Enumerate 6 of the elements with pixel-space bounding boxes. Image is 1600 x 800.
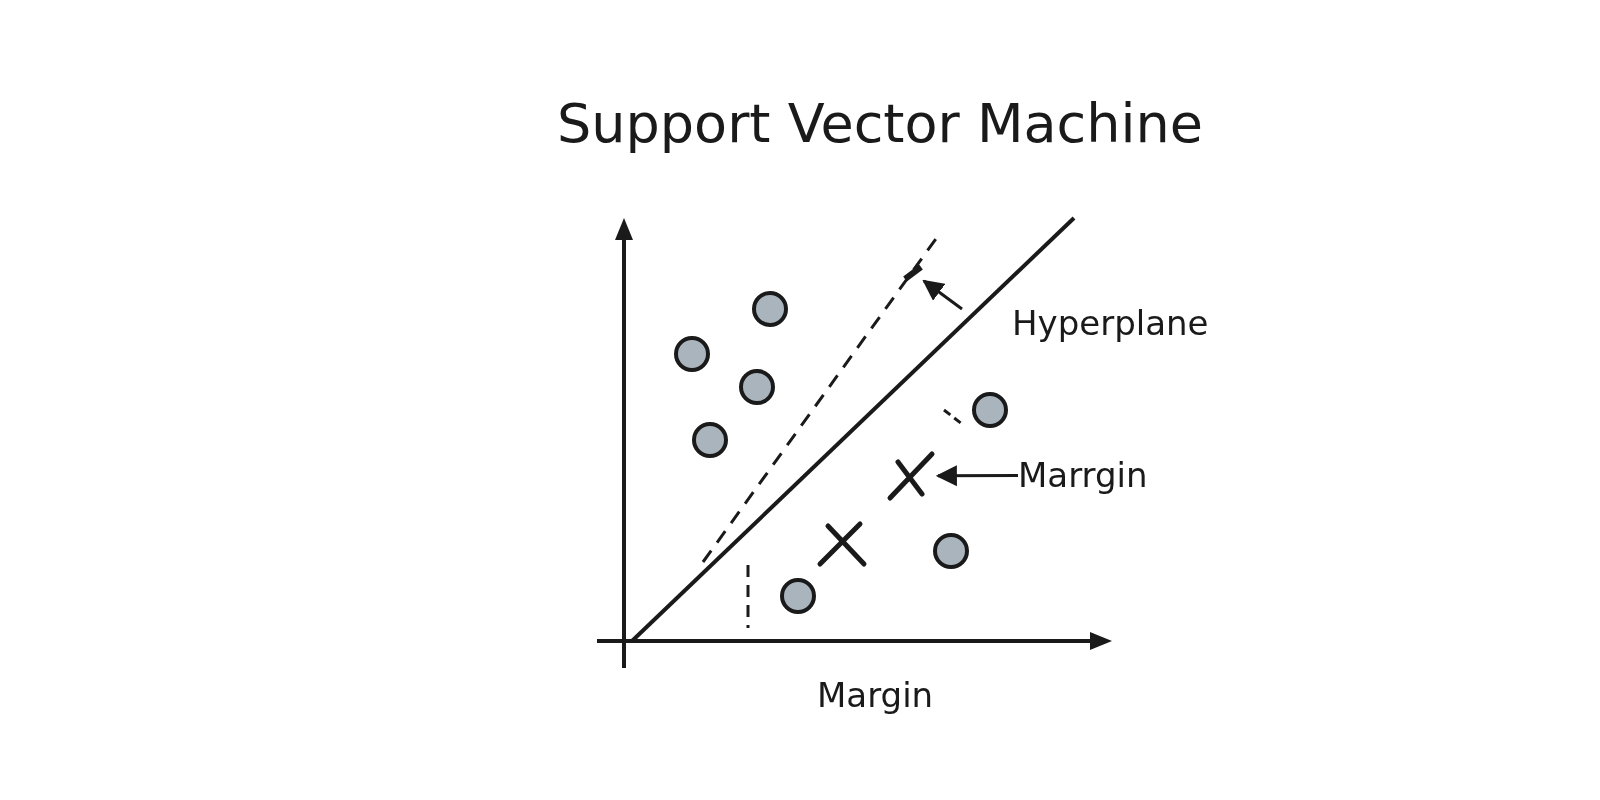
arrow <box>922 279 963 311</box>
leader-line <box>935 465 1018 487</box>
axis-label: Hyperplane <box>1012 303 1209 344</box>
callout-label: Marrgin <box>1018 454 1148 496</box>
axis-label: Margin <box>817 675 934 716</box>
title: Support Vector Machine <box>556 92 1204 155</box>
